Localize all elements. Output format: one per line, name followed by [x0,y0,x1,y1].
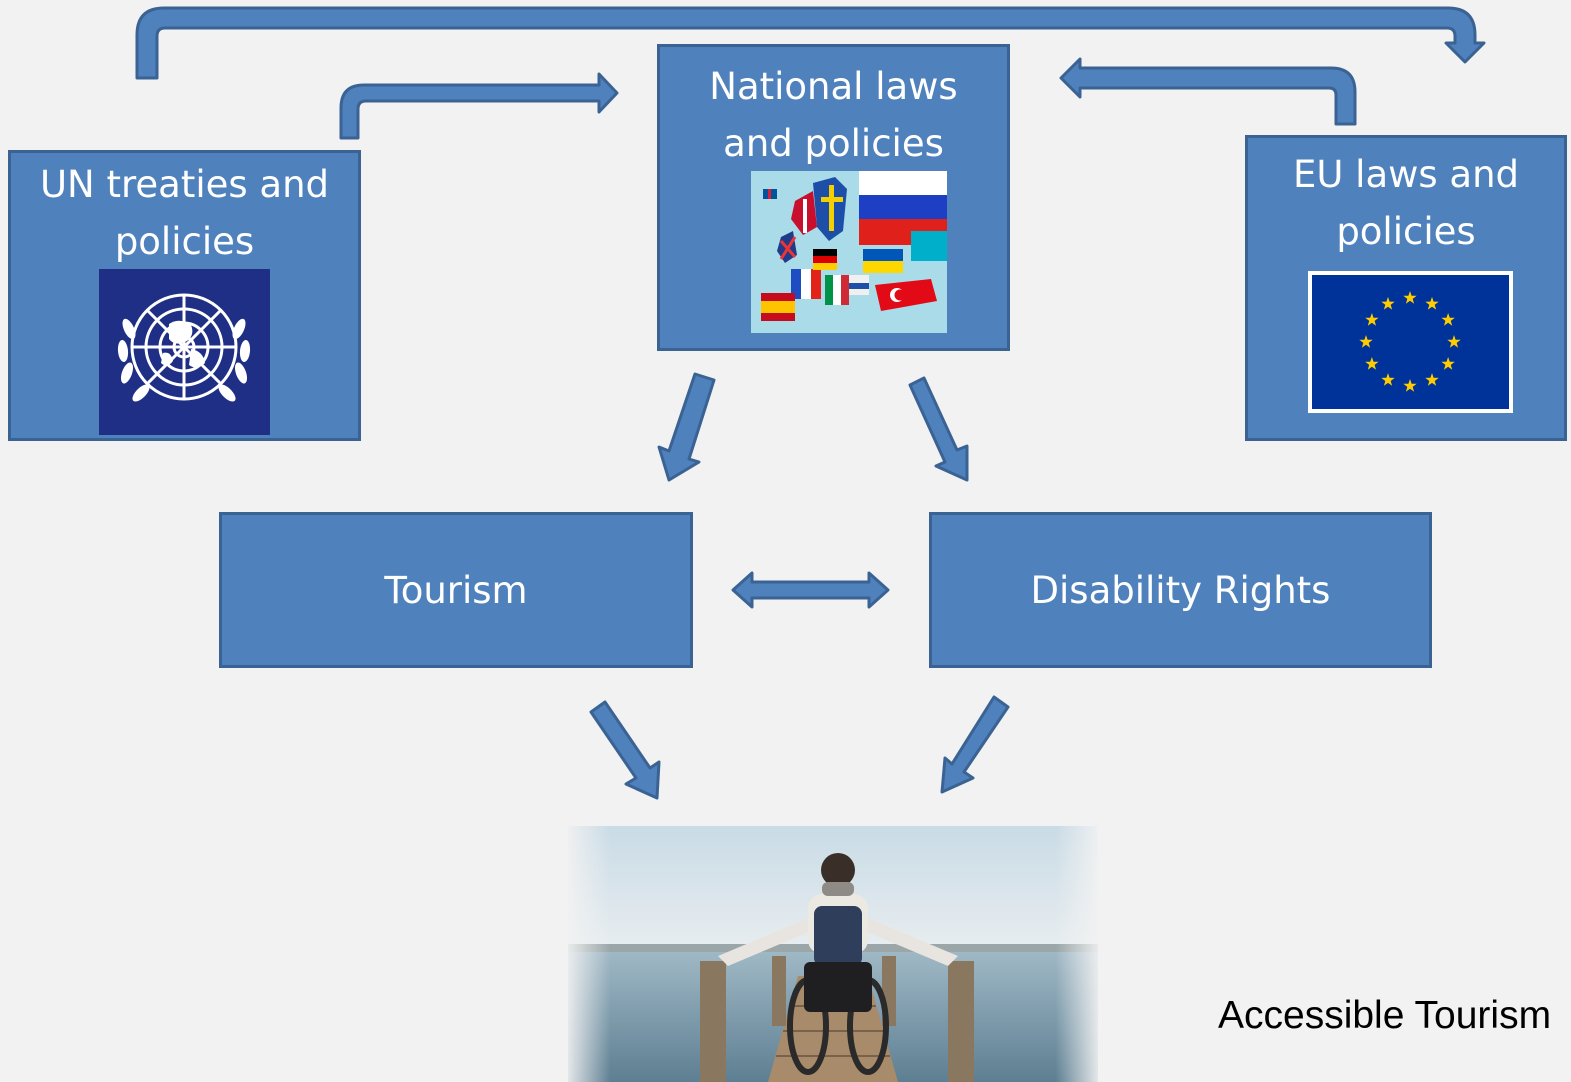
arrow-national-to-tourism [657,372,716,482]
arrow-eu-to-national [1059,57,1357,126]
eu-star-icon [1403,291,1417,304]
disability-rights-box: Disability Rights [929,512,1432,668]
eu-star-icon [1365,357,1379,370]
eu-star-icon [1447,335,1461,348]
eu-star-icon [1381,373,1395,386]
eu-star-icon [1365,313,1379,326]
arrow-tourism-to-accessible [589,700,661,800]
eu-flag-icon [1308,271,1513,413]
eu-star-icon [1441,357,1455,370]
europe-flags-map-icon [751,171,947,333]
arrow-un-to-eu [135,6,1486,80]
un-emblem-icon [99,269,270,435]
arrow-national-to-disability [908,376,969,482]
wheelchair-user-pier-photo [568,826,1098,1082]
tourism-box: Tourism [219,512,693,668]
eu-star-icon [1425,373,1439,386]
arrow-tourism-disability-bidirectional [731,571,890,609]
arrow-un-to-national [339,72,619,140]
eu-laws-title: EU laws and policies [1292,153,1520,253]
eu-star-icon [1425,296,1439,310]
eu-star-icon [1359,335,1373,348]
arrow-disability-to-accessible [940,695,1010,794]
eu-star-icon [1403,379,1417,392]
disability-rights-title: Disability Rights [1030,568,1331,612]
national-laws-title: National laws and policies [709,65,958,165]
eu-star-icon [1441,313,1455,326]
eu-star-icon [1381,296,1395,310]
tourism-title: Tourism [384,568,528,612]
un-treaties-title: UN treaties and policies [39,163,330,263]
accessible-tourism-caption: Accessible Tourism [1218,994,1552,1037]
